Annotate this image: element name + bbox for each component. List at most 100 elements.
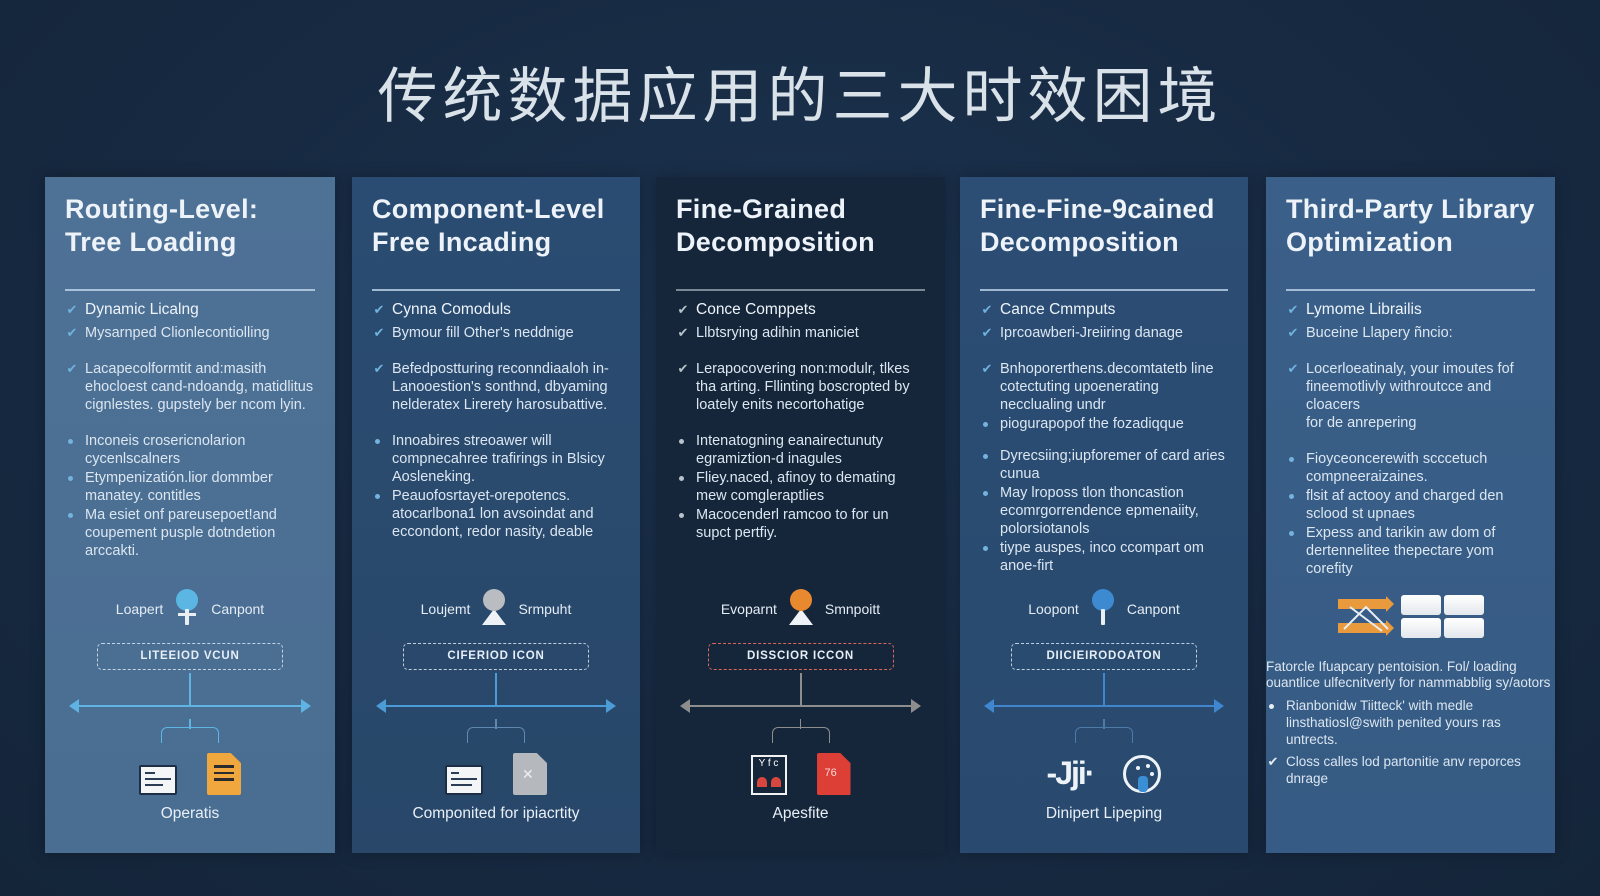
bullet-item: Dyrecsiing;iupforemer of card aries cunu…: [980, 447, 1228, 483]
flow-diagram: Evoparnt Smnpoitt DISSCIOR ICCON Y f c 7…: [656, 589, 945, 853]
bullet-item: Macocenderl ramcoo to for un supct pertf…: [676, 506, 925, 542]
bullet-icon: [983, 422, 988, 427]
arrow-left-icon: [984, 699, 994, 713]
check-icon: ✔: [1287, 361, 1299, 376]
bullet-icon: [68, 439, 73, 444]
bracket: [161, 727, 219, 743]
panel-third-party-library: Third-Party Library Optimization ✔Lymome…: [1266, 177, 1555, 853]
bullet-item: Inconeis crosericnolarion cycenlscalners: [65, 432, 315, 468]
check-text: Buceine Llapery ñncio:: [1306, 325, 1453, 341]
bullet-item: Expess and tarikin aw dom of dertennelit…: [1286, 524, 1535, 578]
panel-title-line1: Fine-Grained: [676, 194, 847, 224]
feature-list: ✔ Cance Cmmputs ✔ Iprcoawberi-Jreiiring da…: [980, 301, 1228, 575]
node-row: Loapert Canpont: [45, 589, 335, 629]
bullet-item: Etympenizatión.lior dommber manatey. con…: [65, 469, 315, 505]
bullet-item: Peauofosrtayet-orepotencs. atocarlbona1 …: [372, 487, 620, 541]
node-left-label: Loapert: [115, 601, 164, 617]
node-left-label: Loopont: [1028, 601, 1079, 617]
library-graphic: [1337, 593, 1484, 639]
bullet-text: Inconeis crosericnolarion cycenlscalners: [85, 433, 246, 467]
bullet-text: piogurapopof the fozadiqque: [1000, 416, 1184, 432]
check-item: ✔ Iprcoawberi-Jreiiring danage: [980, 324, 1228, 342]
double-arrow-line: [688, 705, 913, 707]
library-graphic-area: Fatorcle Ifuapcary pentoision. Fol/ load…: [1266, 593, 1555, 857]
bullet-text: Expess and tarikin aw dom of dertennelit…: [1306, 525, 1496, 577]
panel-title-line2: Tree Loading: [65, 227, 237, 257]
bullet-text: tiype auspes, inco ccompart om anoe-firt: [1000, 540, 1204, 574]
check-icon: ✔: [1287, 325, 1299, 340]
bracket-tick: [1103, 719, 1105, 729]
bullet-icon: [679, 513, 684, 518]
check-icon: ✔: [1267, 754, 1279, 769]
award-node-icon: [787, 589, 815, 629]
node-left-label: Evoparnt: [720, 601, 777, 617]
bullet-item: Intenatogning eanairectunuty egramiztion…: [676, 432, 925, 468]
bullet-icon: [68, 476, 73, 481]
check-icon: ✔: [981, 361, 993, 376]
divider: [1286, 289, 1535, 291]
pin-node-icon: [1089, 589, 1117, 629]
bullet-item: tiype auspes, inco ccompart om anoe-firt: [980, 539, 1228, 575]
award-node-icon: [480, 589, 508, 629]
panel-component-level: Component-Level Free Incading ✔Cynna Com…: [352, 177, 640, 853]
connector-line: [1103, 673, 1105, 705]
check-item: ✔Bymour fill Other's neddnige: [372, 324, 620, 342]
paragraph-text: Lerapocovering non:modulr, tlkes tha art…: [696, 361, 910, 413]
panel-title-line1: Routing-Level:: [65, 194, 259, 224]
check-icon: ✔: [373, 361, 385, 376]
orange-transfer-arrows-icon: [1337, 595, 1394, 637]
bullet-item: piogurapopof the fozadiqque: [980, 415, 1228, 433]
pin-node-icon: [173, 589, 201, 629]
check-icon: ✔: [677, 361, 689, 376]
check-item: ✔Mysarnped Clionlecontiolling: [65, 324, 315, 342]
bullet-text: Dyrecsiing;iupforemer of card aries cunu…: [1000, 448, 1225, 482]
bullet-item: May lroposs tlon thoncastion ecomrgorren…: [980, 484, 1228, 538]
check-icon: ✔: [677, 302, 689, 317]
arrow-left-icon: [376, 699, 386, 713]
icon-row: Y f c 76: [656, 753, 945, 795]
check-item: ✔ Llbtsrying adihin maniciet: [676, 324, 925, 342]
paragraph-text: Befedpostturing reconndiaaloh in-Lanooes…: [392, 361, 609, 413]
jji-glyph-icon: -Jji·: [1046, 755, 1096, 791]
check-item: ✔Conce Comppets: [676, 301, 925, 319]
double-arrow-line: [77, 705, 303, 707]
check-item: ✔Closs calles lod partonitie anv reporce…: [1266, 753, 1555, 787]
check-icon: ✔: [66, 302, 78, 317]
arrow-right-icon: [301, 699, 311, 713]
bullet-text: Ma esiet onf pareusepoet!and coupement p…: [85, 507, 277, 559]
panel-title-line2: Decomposition: [980, 227, 1179, 257]
feature-list: ✔ Dynamic Licalng ✔Mysarnped Clionleconti…: [65, 301, 315, 560]
check-icon: ✔: [66, 325, 78, 340]
bullet-item: Ma esiet onf pareusepoet!and coupement p…: [65, 506, 315, 560]
dashed-label-box: DIICIEIRODOATON: [1011, 643, 1197, 670]
check-text: Cance Cmmputs: [1000, 301, 1116, 318]
bracket-tick: [189, 719, 191, 729]
bullet-icon: [679, 439, 684, 444]
check-item: ✔Lymome Librailis: [1286, 301, 1535, 319]
bullet-icon: [1289, 531, 1294, 536]
check-icon: ✔: [981, 325, 993, 340]
bullet-icon: [68, 513, 73, 518]
paragraph-text: Lacapecolformtit and:masith ehocloest ca…: [85, 361, 314, 413]
check-item: ✔Locerloeatinaly, your imoutes fof finee…: [1286, 360, 1535, 432]
feature-list: ✔Lymome Librailis ✔ Buceine Llapery ñncio…: [1286, 301, 1535, 578]
bullet-item: Rianbonidw Tiitteck' with medle linsthat…: [1266, 697, 1555, 748]
arrow-right-icon: [606, 699, 616, 713]
bullet-text: Rianbonidw Tiitteck' with medle linsthat…: [1286, 698, 1501, 747]
connector-line: [799, 673, 802, 705]
panel-title: Routing-Level: Tree Loading: [65, 193, 315, 263]
panel-title-line1: Third-Party Library: [1286, 194, 1535, 224]
panel-title: Third-Party Library Optimization: [1286, 193, 1535, 263]
library-description-block: Fatorcle Ifuapcary pentoision. Fol/ load…: [1266, 659, 1555, 787]
node-right-label: Smnpoitt: [824, 601, 881, 617]
check-text: Iprcoawberi-Jreiiring danage: [1000, 325, 1183, 341]
check-text: Llbtsrying adihin maniciet: [696, 325, 859, 341]
check-text: Dynamic Licalng: [85, 301, 199, 318]
flow-diagram: Loapert Canpont LITEEIOD VCUN Operatis: [45, 589, 335, 853]
node-row: Evoparnt Smnpoitt: [656, 589, 945, 629]
bullet-text: flsit af actooy and charged den sclood s…: [1306, 488, 1504, 522]
bracket: [771, 727, 830, 743]
check-item: ✔Bnhoporerthens.decomtatetb line cotectu…: [980, 360, 1228, 414]
page-title: 传统数据应用的三大时效困境: [377, 62, 1223, 132]
check-icon: ✔: [677, 325, 689, 340]
